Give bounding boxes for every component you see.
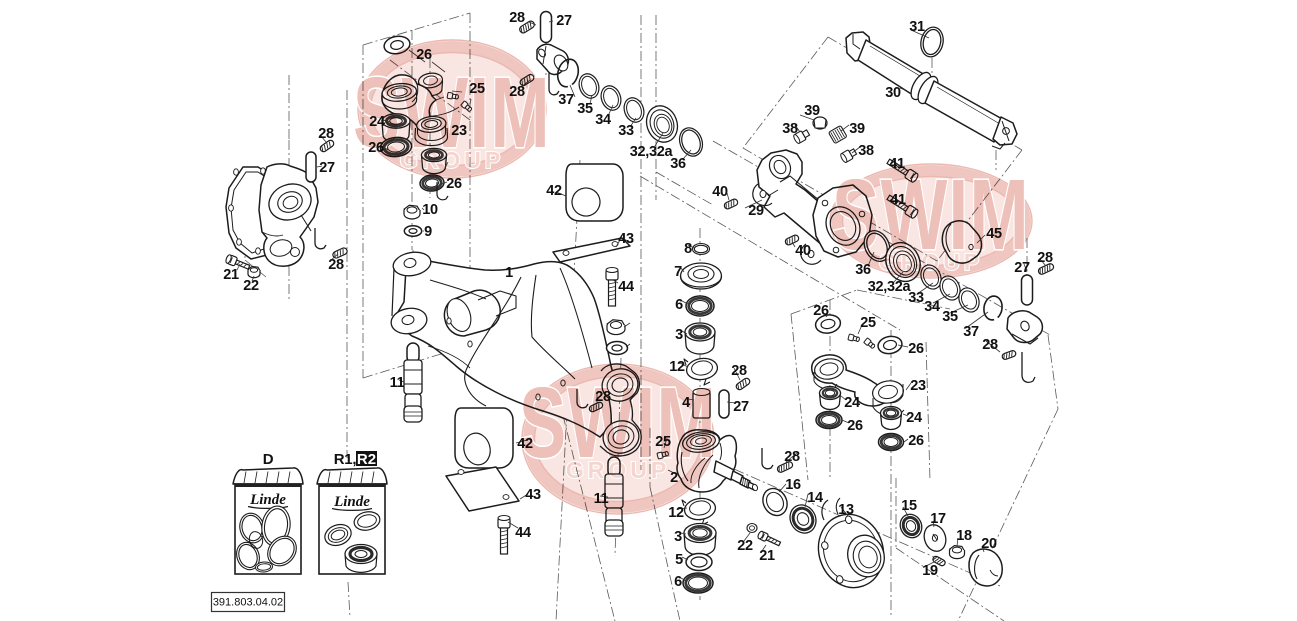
svg-text:17: 17 bbox=[930, 511, 946, 527]
svg-text:SWIM: SWIM bbox=[832, 160, 1030, 271]
svg-text:40: 40 bbox=[712, 184, 728, 200]
svg-text:Linde: Linde bbox=[333, 494, 370, 510]
svg-text:21: 21 bbox=[223, 267, 239, 283]
svg-text:5: 5 bbox=[675, 552, 683, 568]
svg-text:7: 7 bbox=[674, 264, 682, 280]
svg-text:SWIM: SWIM bbox=[519, 368, 717, 479]
svg-text:1: 1 bbox=[505, 265, 513, 281]
svg-text:11: 11 bbox=[390, 375, 405, 391]
svg-text:44: 44 bbox=[515, 525, 531, 541]
svg-text:14: 14 bbox=[807, 490, 823, 506]
svg-text:18: 18 bbox=[956, 528, 972, 544]
svg-text:40: 40 bbox=[795, 243, 811, 259]
svg-text:GROUP: GROUP bbox=[566, 457, 670, 483]
svg-text:33: 33 bbox=[908, 290, 924, 306]
svg-text:32,32a: 32,32a bbox=[868, 279, 912, 295]
svg-text:391.803.04.02: 391.803.04.02 bbox=[213, 597, 283, 609]
svg-text:28: 28 bbox=[982, 337, 998, 353]
svg-text:28: 28 bbox=[328, 257, 344, 273]
svg-text:44: 44 bbox=[618, 279, 634, 295]
svg-text:38: 38 bbox=[782, 121, 798, 137]
svg-text:35: 35 bbox=[942, 309, 958, 325]
svg-text:34: 34 bbox=[924, 299, 940, 315]
svg-text:22: 22 bbox=[243, 278, 259, 294]
svg-text:28: 28 bbox=[731, 363, 747, 379]
svg-text:31: 31 bbox=[909, 19, 925, 35]
svg-text:GROUP: GROUP bbox=[400, 147, 504, 173]
svg-text:37: 37 bbox=[558, 92, 574, 108]
svg-text:3: 3 bbox=[674, 529, 682, 545]
svg-text:27: 27 bbox=[556, 13, 572, 29]
svg-text:39: 39 bbox=[804, 103, 820, 119]
svg-text:9: 9 bbox=[424, 224, 432, 240]
svg-text:8: 8 bbox=[684, 241, 692, 257]
svg-text:27: 27 bbox=[733, 399, 749, 415]
svg-text:R1,: R1, bbox=[334, 451, 357, 468]
svg-text:35: 35 bbox=[577, 101, 593, 117]
svg-text:28: 28 bbox=[318, 126, 334, 142]
svg-text:D: D bbox=[263, 451, 274, 468]
svg-text:28: 28 bbox=[1037, 250, 1053, 266]
svg-text:43: 43 bbox=[618, 231, 634, 247]
svg-text:Linde: Linde bbox=[249, 492, 286, 508]
svg-text:12: 12 bbox=[668, 505, 684, 521]
svg-text:15: 15 bbox=[901, 498, 917, 514]
svg-text:10: 10 bbox=[422, 202, 438, 218]
svg-text:33: 33 bbox=[618, 123, 634, 139]
svg-text:26: 26 bbox=[847, 418, 863, 434]
svg-text:23: 23 bbox=[910, 378, 926, 394]
svg-text:25: 25 bbox=[860, 315, 876, 331]
svg-text:GROUP: GROUP bbox=[879, 249, 983, 275]
svg-text:SWIM: SWIM bbox=[353, 58, 551, 169]
svg-text:27: 27 bbox=[319, 160, 335, 176]
svg-text:SWIM: SWIM bbox=[519, 368, 717, 479]
svg-text:6: 6 bbox=[675, 297, 683, 313]
svg-text:3: 3 bbox=[675, 327, 683, 343]
svg-text:27: 27 bbox=[1014, 260, 1030, 276]
svg-text:21: 21 bbox=[759, 548, 775, 564]
svg-text:39: 39 bbox=[849, 121, 865, 137]
svg-text:16: 16 bbox=[785, 477, 801, 493]
svg-text:24: 24 bbox=[844, 395, 860, 411]
svg-text:22: 22 bbox=[737, 538, 753, 554]
svg-text:12: 12 bbox=[669, 359, 685, 375]
svg-text:26: 26 bbox=[908, 341, 924, 357]
svg-text:SWIM: SWIM bbox=[353, 58, 551, 169]
svg-text:26: 26 bbox=[446, 176, 462, 192]
svg-text:24: 24 bbox=[906, 410, 922, 426]
svg-text:28: 28 bbox=[509, 10, 525, 26]
svg-text:6: 6 bbox=[674, 574, 682, 590]
svg-text:13: 13 bbox=[838, 502, 854, 518]
svg-text:34: 34 bbox=[595, 112, 611, 128]
svg-text:38: 38 bbox=[858, 143, 874, 159]
svg-text:26: 26 bbox=[908, 433, 924, 449]
svg-text:30: 30 bbox=[885, 85, 901, 101]
svg-text:26: 26 bbox=[813, 303, 829, 319]
svg-text:42: 42 bbox=[546, 183, 562, 199]
svg-text:37: 37 bbox=[963, 324, 979, 340]
svg-text:20: 20 bbox=[981, 536, 997, 552]
svg-text:28: 28 bbox=[784, 449, 800, 465]
svg-text:SWIM: SWIM bbox=[832, 160, 1030, 271]
svg-text:19: 19 bbox=[922, 563, 938, 579]
svg-text:36: 36 bbox=[670, 156, 686, 172]
svg-text:R2: R2 bbox=[357, 451, 376, 468]
svg-text:32,32a: 32,32a bbox=[630, 144, 674, 160]
svg-text:29: 29 bbox=[748, 203, 764, 219]
svg-text:43: 43 bbox=[525, 487, 541, 503]
